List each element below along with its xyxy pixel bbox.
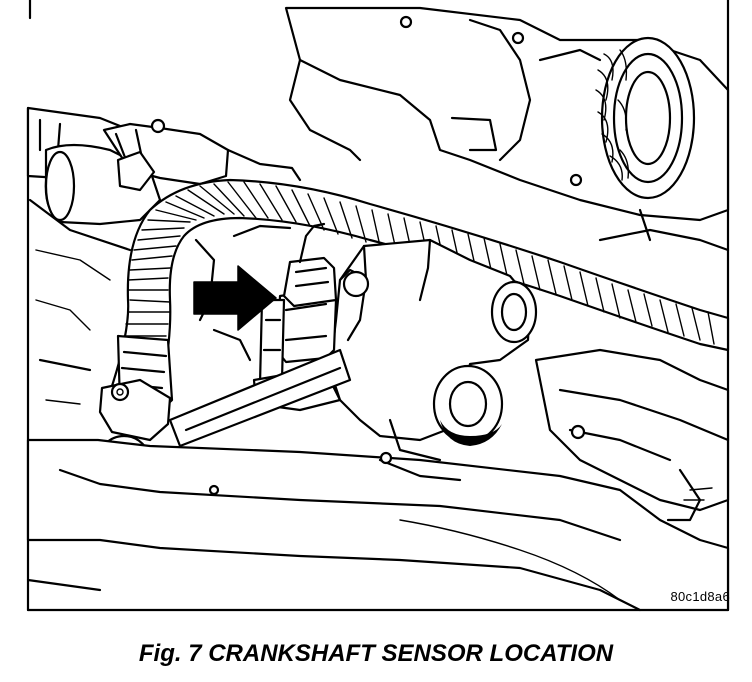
sensor-mount-block xyxy=(328,238,538,482)
figure-reference-code: 80c1d8a6 xyxy=(670,589,730,604)
figure-caption: Fig. 7 CRANKSHAFT SENSOR LOCATION xyxy=(138,640,614,667)
sensor-bracket-plate xyxy=(168,348,352,448)
cross-member xyxy=(26,438,730,612)
misc-details xyxy=(35,224,292,405)
intake-duct xyxy=(284,6,730,222)
right-side-engine xyxy=(534,208,730,522)
arrow-right-icon xyxy=(193,265,277,331)
